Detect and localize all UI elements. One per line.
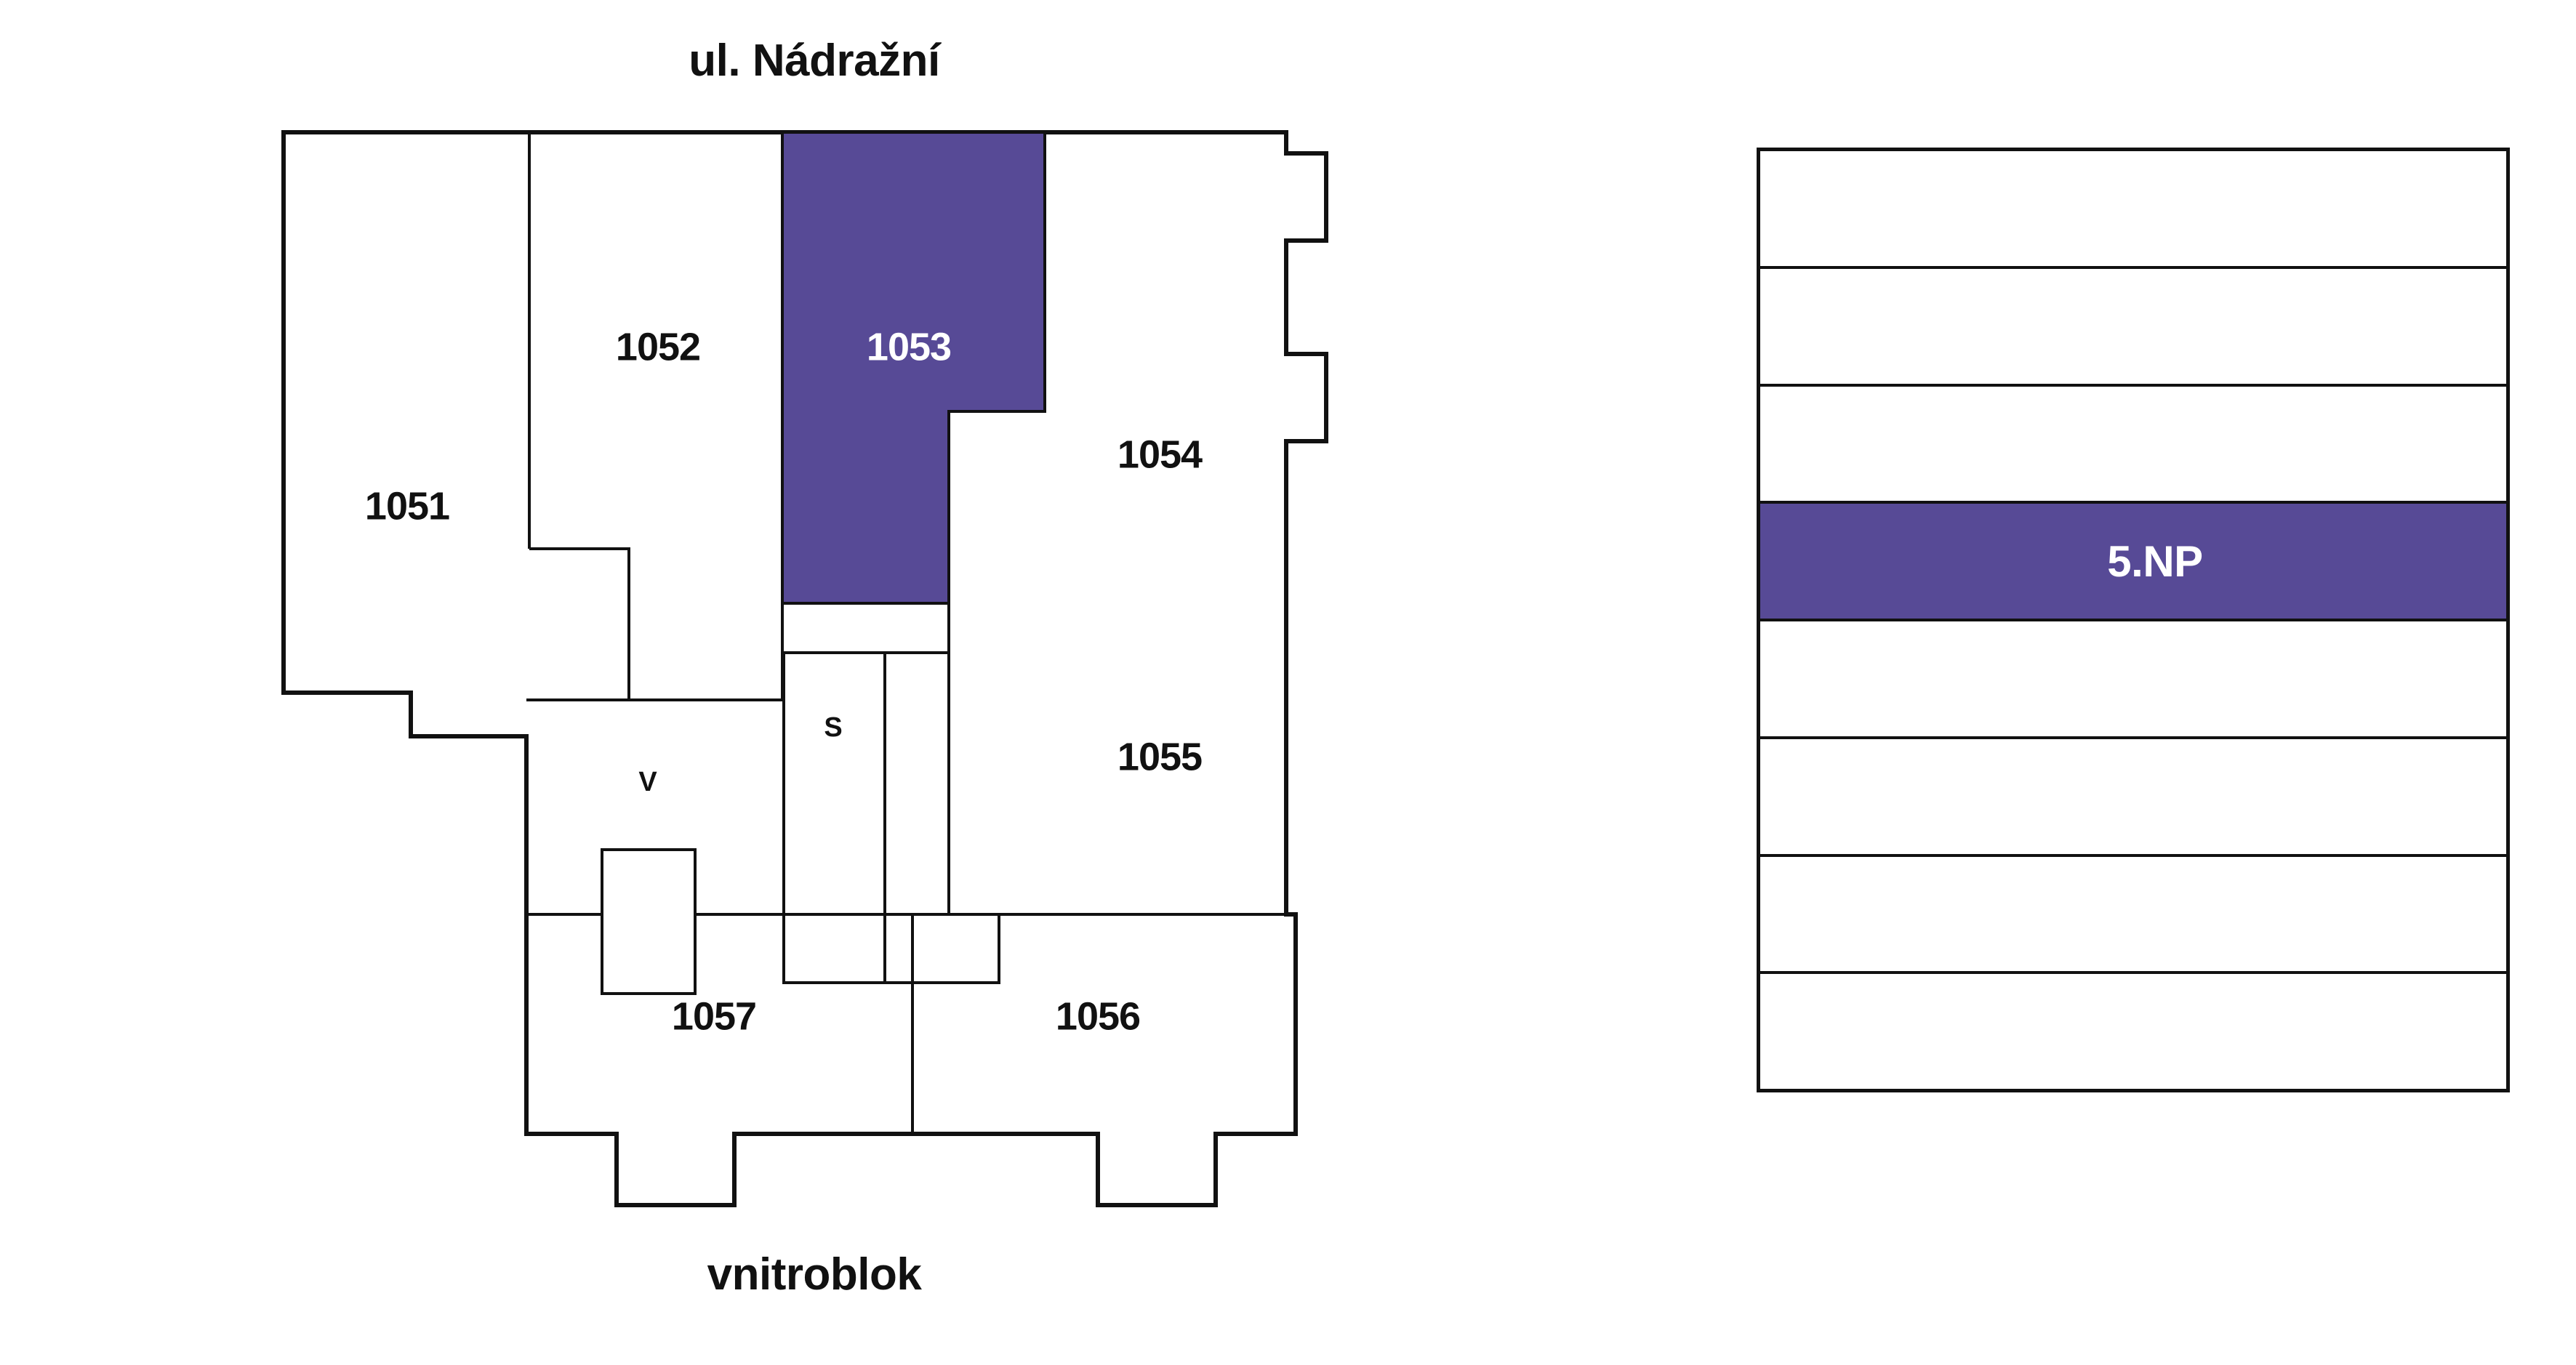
floor-band-7[interactable] — [1760, 856, 2506, 975]
floor-band-5[interactable] — [1760, 621, 2506, 739]
floor-band-8[interactable] — [1760, 974, 2506, 1089]
floor-plan-svg: 1051 1052 1053 1054 1055 1056 1057 S V — [281, 130, 1328, 1207]
floor-band-2[interactable] — [1760, 268, 2506, 387]
unit-label-1051: 1051 — [365, 484, 449, 528]
floor-band-label-4: 5.NP — [2107, 536, 2203, 586]
wall-1052-step — [529, 547, 630, 700]
unit-label-1055: 1055 — [1118, 735, 1202, 778]
unit-label-1052: 1052 — [616, 325, 700, 369]
street-label: ul. Nádražní — [689, 36, 940, 86]
courtyard-label: vnitroblok — [707, 1249, 922, 1300]
floor-band-6[interactable] — [1760, 738, 2506, 857]
floor-band-3[interactable] — [1760, 386, 2506, 504]
room-label-v: V — [638, 767, 657, 797]
floor-band-4-selected[interactable]: 5.NP — [1760, 504, 2506, 621]
room-v-shape[interactable] — [601, 848, 697, 995]
floor-stack: 5.NP — [1757, 148, 2510, 1092]
unit-label-1056: 1056 — [1056, 994, 1140, 1038]
unit-label-1054: 1054 — [1118, 432, 1203, 476]
floor-band-1[interactable] — [1760, 151, 2506, 269]
unit-label-1057: 1057 — [672, 994, 756, 1038]
room-s-shape[interactable] — [782, 651, 886, 984]
room-label-s: S — [824, 712, 842, 743]
unit-label-1053: 1053 — [867, 325, 951, 369]
